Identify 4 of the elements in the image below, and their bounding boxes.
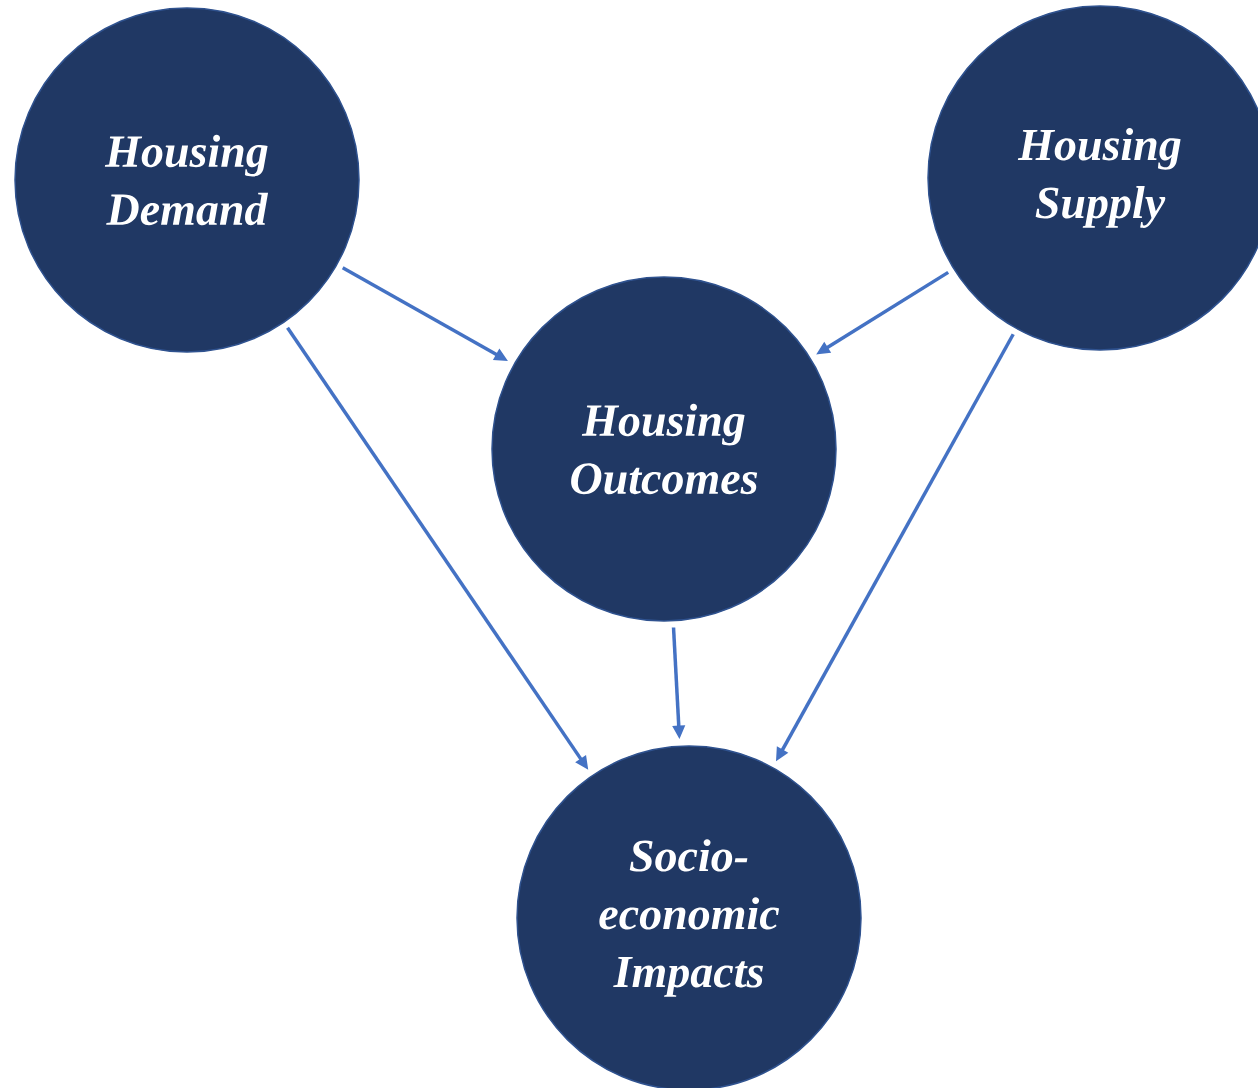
circle-node: Housing Outcomes — [491, 276, 837, 622]
circle-node: Housing Supply — [927, 5, 1258, 351]
circle-node: Socio-economic Impacts — [516, 745, 862, 1088]
circle-node: Housing Demand — [14, 7, 360, 353]
